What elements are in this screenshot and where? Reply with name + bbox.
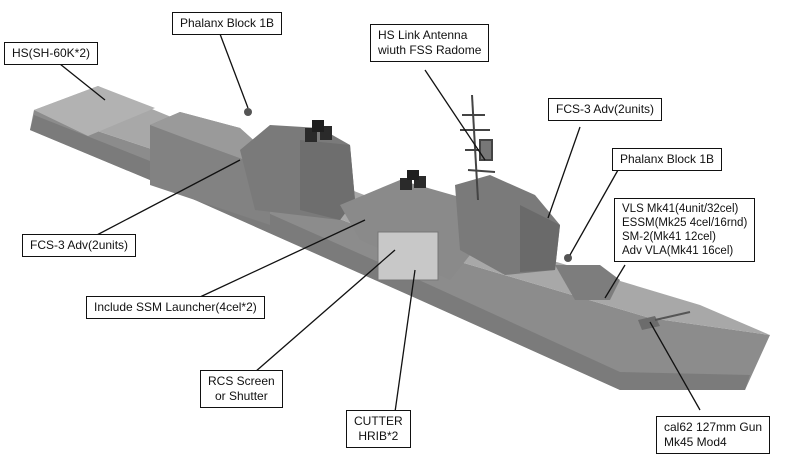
callout-hs-helicopter: HS(SH-60K*2) — [4, 42, 99, 65]
callout-gun: cal62 127mm Gun Mk45 Mod4 — [656, 416, 771, 454]
callout-phalanx-forward: Phalanx Block 1B — [612, 148, 723, 171]
callout-cutter: CUTTER HRIB*2 — [346, 410, 411, 448]
flight-deck — [34, 86, 155, 136]
callout-phalanx-aft: Phalanx Block 1B — [172, 12, 283, 35]
hangar-top — [150, 112, 270, 160]
callout-rcs-screen: RCS Screen or Shutter — [200, 370, 283, 408]
phalanx-aft — [244, 108, 252, 116]
vls-block — [555, 265, 620, 300]
phalanx-fwd — [564, 254, 572, 262]
callout-hs-link-antenna: HS Link Antenna wiuth FSS Radome — [370, 24, 490, 62]
leader-lines — [59, 33, 701, 413]
callout-fcs-aft: FCS-3 Adv(2units) — [22, 234, 137, 257]
fwd-stacks — [400, 170, 426, 190]
aft-stacks — [305, 120, 332, 142]
gun-mount — [638, 311, 691, 330]
callout-fcs-forward: FCS-3 Adv(2units) — [548, 98, 663, 121]
callout-vls: VLS Mk41(4unit/32cel) ESSM(Mk25 4cel/16r… — [614, 198, 756, 262]
callout-ssm-launcher: Include SSM Launcher(4cel*2) — [86, 296, 265, 319]
aft-superstructure-face — [300, 140, 355, 220]
rcs-screen-panel — [377, 231, 439, 281]
hull-shadow — [30, 115, 750, 390]
bridge-face — [520, 205, 560, 272]
